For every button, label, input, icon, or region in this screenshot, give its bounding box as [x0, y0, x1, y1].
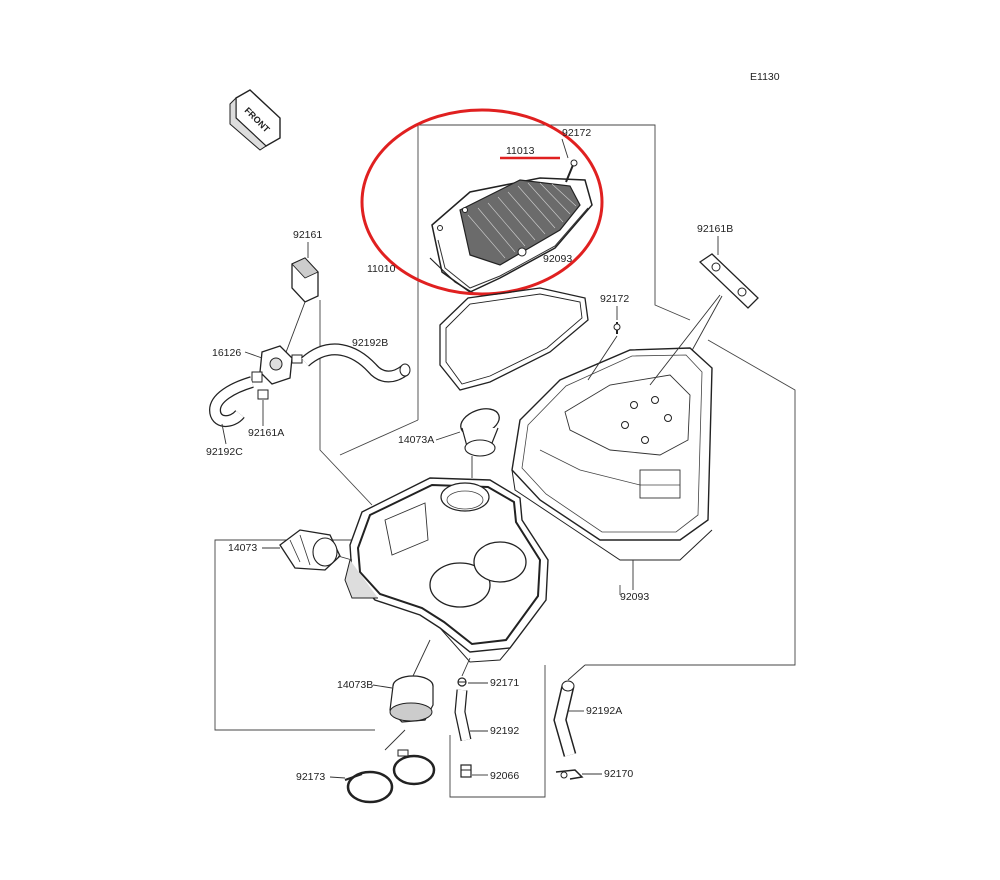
diagram-code: E1130 — [750, 71, 780, 83]
label-92093-bottom[interactable]: 92093 — [620, 591, 649, 603]
label-92161A[interactable]: 92161A — [248, 427, 284, 439]
screw-92172-mid[interactable] — [613, 322, 621, 334]
label-92192A[interactable]: 92192A — [586, 705, 622, 717]
label-92172-mid[interactable]: 92172 — [600, 293, 629, 305]
highlight-circle — [360, 108, 604, 296]
hose-92192A[interactable] — [553, 680, 577, 757]
duct-14073[interactable] — [279, 529, 341, 571]
duct-14073A[interactable] — [457, 404, 503, 457]
clip-92171[interactable] — [457, 677, 467, 687]
clip-92161A[interactable] — [257, 389, 269, 400]
hose-92192[interactable] — [454, 689, 472, 742]
clip-92170[interactable] — [555, 769, 584, 780]
clamp-92173[interactable] — [344, 749, 436, 804]
air-box-lower-housing[interactable] — [344, 477, 549, 663]
air-filter-element[interactable] — [429, 159, 593, 295]
label-11010[interactable]: 11010 — [367, 263, 396, 275]
valve-16126[interactable] — [251, 345, 303, 385]
plate-92161B[interactable] — [698, 253, 759, 309]
plug-92066[interactable] — [460, 764, 472, 778]
label-92170[interactable]: 92170 — [604, 768, 633, 780]
label-11013[interactable]: 11013 — [506, 145, 535, 157]
duct-14073B[interactable] — [389, 675, 434, 723]
label-92192B[interactable]: 92192B — [352, 337, 388, 349]
label-92192[interactable]: 92192 — [490, 725, 519, 737]
label-14073A[interactable]: 14073A — [398, 434, 434, 446]
hose-92192B[interactable] — [301, 343, 411, 383]
gasket-upper[interactable] — [439, 287, 589, 391]
label-92093-top[interactable]: 92093 — [543, 253, 572, 265]
label-92161[interactable]: 92161 — [293, 229, 322, 241]
label-92066[interactable]: 92066 — [490, 770, 519, 782]
hose-92192C[interactable] — [208, 376, 254, 427]
label-92173[interactable]: 92173 — [296, 771, 325, 783]
label-92161B[interactable]: 92161B — [697, 223, 733, 235]
air-box-upper-housing[interactable] — [511, 347, 713, 561]
label-92171[interactable]: 92171 — [490, 677, 519, 689]
label-92172-top[interactable]: 92172 — [562, 127, 591, 139]
label-14073[interactable]: 14073 — [228, 542, 257, 554]
front-arrow-icon: FRONT — [229, 89, 281, 151]
label-92192C[interactable]: 92192C — [206, 446, 243, 458]
label-16126[interactable]: 16126 — [212, 347, 241, 359]
clip-92161[interactable] — [291, 257, 319, 303]
label-14073B[interactable]: 14073B — [337, 679, 373, 691]
